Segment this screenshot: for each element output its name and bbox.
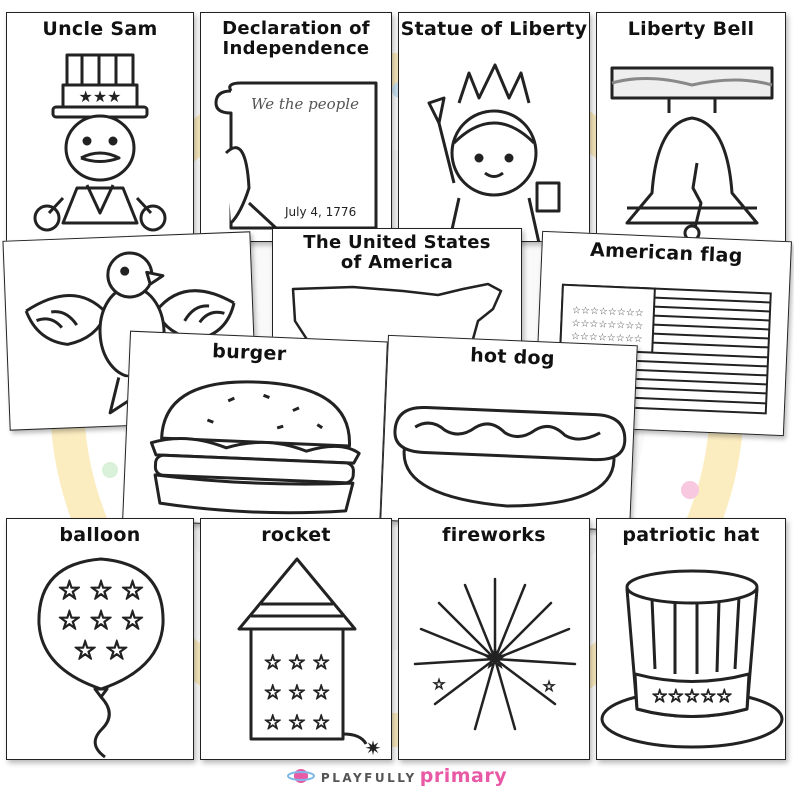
svg-text:☆ ☆ ☆: ☆ ☆ ☆ [58,606,144,636]
statue-illustration [427,63,561,241]
svg-text:☆: ☆ [483,644,506,674]
sheet-title: The United States of America [273,233,521,273]
bell-illustration [610,66,774,241]
sheet-title: Uncle Sam [42,18,158,40]
uncle-sam-sheet[interactable]: Uncle Sam ★★★ [6,12,194,242]
scroll-date-text: July 4, 1776 [285,205,357,219]
hot-dog-sheet[interactable]: hot dog [380,334,638,532]
svg-text:★★★: ★★★ [78,87,121,106]
sheet-title: Declaration of Independence [201,19,391,59]
hot-dog-illustration [393,405,627,508]
svg-text:☆☆☆☆☆☆☆☆: ☆☆☆☆☆☆☆☆ [571,331,643,345]
svg-text:☆☆☆☆☆☆☆☆: ☆☆☆☆☆☆☆☆ [572,305,644,319]
sheet-title: fireworks [442,524,546,546]
svg-text:☆ ☆ ☆: ☆ ☆ ☆ [264,680,331,704]
patriotic-hat-sheet[interactable]: patriotic hat ☆☆☆☆☆ [596,518,786,760]
declaration-sheet[interactable]: Declaration of Independence We the peopl… [200,12,392,242]
burger-illustration [149,380,361,515]
brand-name: primary [419,765,508,787]
liberty-bell-sheet[interactable]: Liberty Bell [596,12,786,242]
balloon-illustration: ☆ ☆ ☆ ☆ ☆ ☆ ☆ ☆ [37,557,165,759]
top-hat-illustration: ☆☆☆☆☆ [600,569,784,749]
svg-text:☆☆☆☆☆: ☆☆☆☆☆ [652,686,733,707]
svg-text:✷: ✷ [365,736,382,760]
sheet-title: Liberty Bell [627,18,755,40]
sheet-title-line1: Declaration of [222,18,370,39]
svg-text:☆: ☆ [543,679,556,695]
sheet-title: rocket [261,524,331,546]
sheet-title: patriotic hat [622,524,760,546]
uncle-sam-illustration: ★★★ [33,53,167,232]
svg-text:☆☆☆☆☆☆☆☆: ☆☆☆☆☆☆☆☆ [571,318,643,332]
rocket-sheet[interactable]: rocket ☆ ☆ ☆ ☆ ☆ ☆ ☆ ☆ ☆ ✷ [200,518,392,760]
planet-logo-icon [286,769,315,783]
sheet-title: Statue of Liberty [400,18,588,40]
fireworks-illustration: ☆ ☆ ☆ [413,577,577,731]
brand-prefix: PLAYFULLY [320,771,417,785]
svg-text:☆: ☆ [433,677,446,693]
svg-text:☆ ☆: ☆ ☆ [74,636,129,666]
statue-of-liberty-sheet[interactable]: Statue of Liberty [398,12,590,242]
sheet-title-line2: of America [340,251,454,273]
sheet-title-line1: The United States [303,232,491,253]
scroll-illustration [214,81,378,230]
balloon-sheet[interactable]: balloon ☆ ☆ ☆ ☆ ☆ ☆ ☆ ☆ [6,518,194,760]
scroll-script-text: We the people [251,95,359,113]
svg-text:☆ ☆ ☆: ☆ ☆ ☆ [264,710,331,734]
sheet-title-line2: Independence [222,37,370,59]
burger-sheet[interactable]: burger [122,330,388,532]
brand-footer: PLAYFULLY primary [0,762,794,790]
fireworks-sheet[interactable]: fireworks ☆ ☆ ☆ [398,518,590,760]
svg-text:☆ ☆ ☆: ☆ ☆ ☆ [264,650,331,674]
rocket-illustration: ☆ ☆ ☆ ☆ ☆ ☆ ☆ ☆ ☆ ✷ [237,557,382,760]
svg-text:☆ ☆ ☆: ☆ ☆ ☆ [58,576,144,606]
sheet-title: balloon [59,524,141,546]
